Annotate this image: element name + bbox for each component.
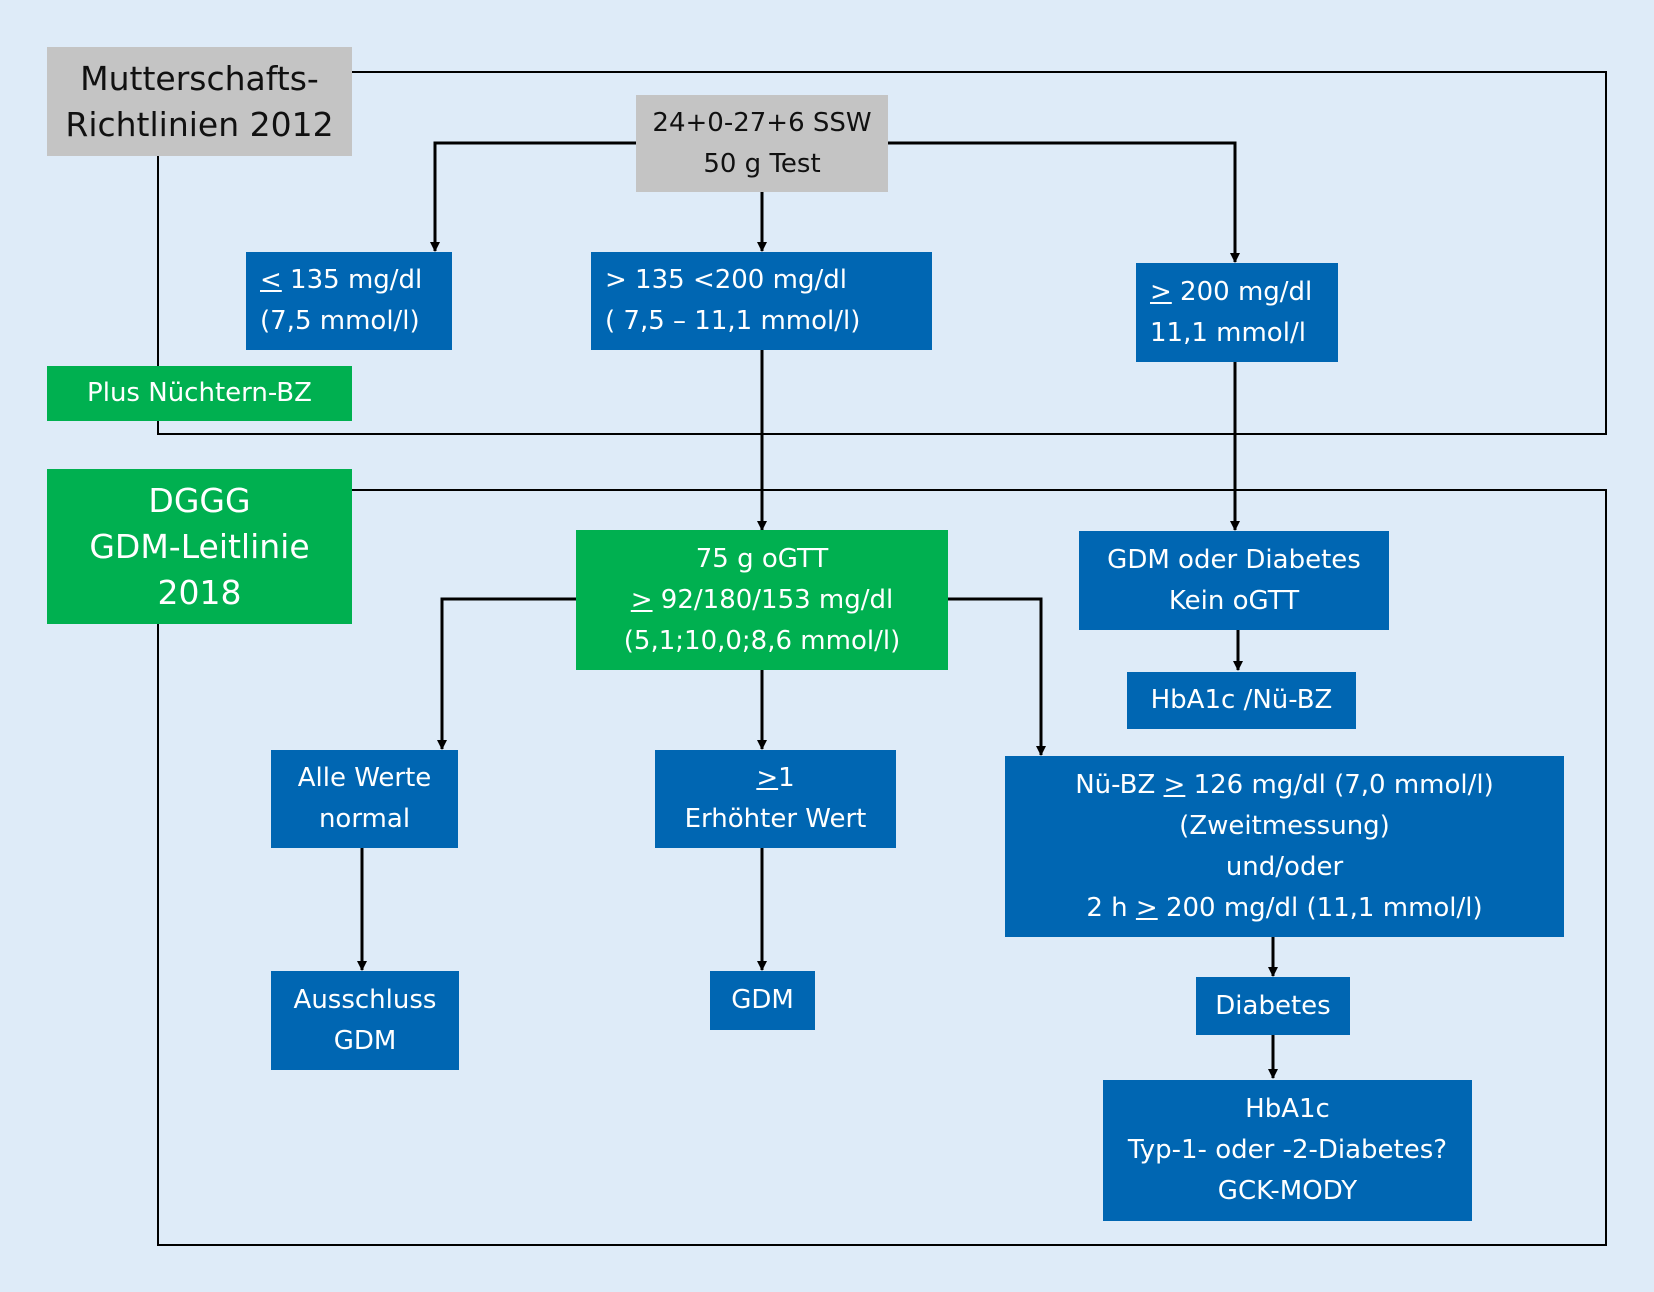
node-text: GDM oder Diabetes	[1107, 544, 1361, 575]
node-text-part: 2 h	[1086, 892, 1136, 923]
greater-equal-symbol: >	[630, 584, 653, 615]
node-text-part: 200 mg/dl	[1171, 276, 1313, 307]
greater-equal-symbol: >	[1135, 892, 1158, 923]
node-text: (5,1;10,0;8,6 mmol/l)	[623, 625, 901, 656]
dggg-frame	[157, 489, 1607, 1246]
node-text-part: 135 mg/dl	[281, 265, 423, 295]
node-text-part: 92/180/153 mg/dl	[652, 584, 894, 615]
node-gdm: GDM	[710, 971, 815, 1030]
node-gdm-excluded: Ausschluss GDM	[271, 971, 459, 1070]
node-text-part: 200 mg/dl (11,1 mmol/l)	[1157, 892, 1483, 923]
node-gdm-or-diabetes: GDM oder Diabetes Kein oGTT	[1079, 531, 1389, 630]
section-header-line: GDM-Leitlinie	[89, 526, 310, 566]
node-text: (Zweitmessung)	[1179, 810, 1390, 841]
node-text: ( 7,5 – 11,1 mmol/l)	[605, 306, 861, 336]
greater-equal-symbol: >	[1163, 769, 1186, 800]
node-ogtt-75g: 75 g oGTT > 92/180/153 mg/dl (5,1;10,0;8…	[576, 530, 948, 670]
greater-equal-symbol: >	[756, 763, 779, 793]
node-result-mid: > 135 <200 mg/dl ( 7,5 – 11,1 mmol/l)	[591, 252, 932, 350]
node-text: Kein oGTT	[1168, 585, 1300, 616]
node-result-low: < 135 mg/dl (7,5 mmol/l)	[246, 252, 452, 350]
node-hba1c-fasting-glucose: HbA1c /Nü-BZ	[1127, 672, 1356, 729]
mutterschaft-frame	[157, 71, 1607, 435]
node-text-part: 126 mg/dl (7,0 mmol/l)	[1185, 769, 1494, 800]
node-text: 2 h > 200 mg/dl (11,1 mmol/l)	[1005, 888, 1564, 929]
node-text: Nü-BZ > 126 mg/dl (7,0 mmol/l)	[1005, 765, 1564, 806]
node-text: > 135 <200 mg/dl	[605, 265, 847, 295]
greater-equal-symbol: >	[1150, 276, 1172, 307]
node-text: >1	[655, 758, 896, 799]
section-header-line: Richtlinien 2012	[65, 104, 334, 144]
node-text: 11,1 mmol/l	[1150, 317, 1306, 348]
node-text: Alle Werte	[297, 763, 432, 793]
node-text: Diabetes	[1215, 990, 1331, 1021]
section-header-line: DGGG	[148, 480, 251, 520]
node-text: > 200 mg/dl	[1150, 272, 1338, 313]
node-screening-50g-test: 24+0-27+6 SSW 50 g Test	[636, 95, 888, 192]
node-plus-fasting-glucose: Plus Nüchtern-BZ	[47, 366, 352, 421]
node-text: GDM	[731, 985, 794, 1015]
node-text: 50 g Test	[703, 148, 821, 179]
node-text: 24+0-27+6 SSW	[652, 107, 872, 138]
section-header-mutterschafts-richtlinien: Mutterschafts- Richtlinien 2012	[47, 47, 352, 156]
node-text: normal	[318, 804, 411, 834]
section-header-line: 2018	[157, 572, 242, 612]
node-text: > 92/180/153 mg/dl	[576, 580, 948, 621]
node-result-high: > 200 mg/dl 11,1 mmol/l	[1136, 263, 1338, 362]
node-text: Ausschluss	[293, 984, 437, 1015]
node-diabetes-typing: HbA1c Typ-1- oder -2-Diabetes? GCK-MODY	[1103, 1080, 1472, 1221]
node-text-part: 1	[778, 763, 795, 793]
node-text: HbA1c /Nü-BZ	[1150, 685, 1333, 715]
arrow-ogtt-to-criteria	[948, 597, 1046, 756]
node-elevated-value: >1 Erhöhter Wert	[655, 750, 896, 848]
arrow-screening-to-high	[887, 141, 1240, 263]
less-equal-symbol: <	[260, 265, 282, 295]
node-text: und/oder	[1225, 851, 1344, 882]
node-diabetes: Diabetes	[1196, 977, 1350, 1035]
node-text: Typ-1- oder -2-Diabetes?	[1127, 1135, 1448, 1165]
arrow-ogtt-to-all-normal	[437, 597, 576, 750]
node-diabetes-criteria: Nü-BZ > 126 mg/dl (7,0 mmol/l) (Zweitmes…	[1005, 756, 1564, 937]
node-all-values-normal: Alle Werte normal	[271, 750, 458, 848]
node-text: GCK-MODY	[1217, 1176, 1358, 1206]
node-text: (7,5 mmol/l)	[260, 306, 420, 336]
node-text: HbA1c	[1245, 1094, 1330, 1124]
node-text: GDM	[333, 1025, 397, 1056]
section-header-dggg-leitlinie: DGGG GDM-Leitlinie 2018	[47, 469, 352, 624]
node-text-part: Nü-BZ	[1075, 769, 1164, 800]
node-text: < 135 mg/dl	[260, 260, 452, 301]
node-text: Erhöhter Wert	[684, 804, 867, 834]
node-text: 75 g oGTT	[695, 543, 829, 574]
section-header-line: Mutterschafts-	[80, 58, 319, 98]
arrow-screening-to-low	[430, 141, 636, 252]
node-text: Plus Nüchtern-BZ	[87, 378, 312, 408]
